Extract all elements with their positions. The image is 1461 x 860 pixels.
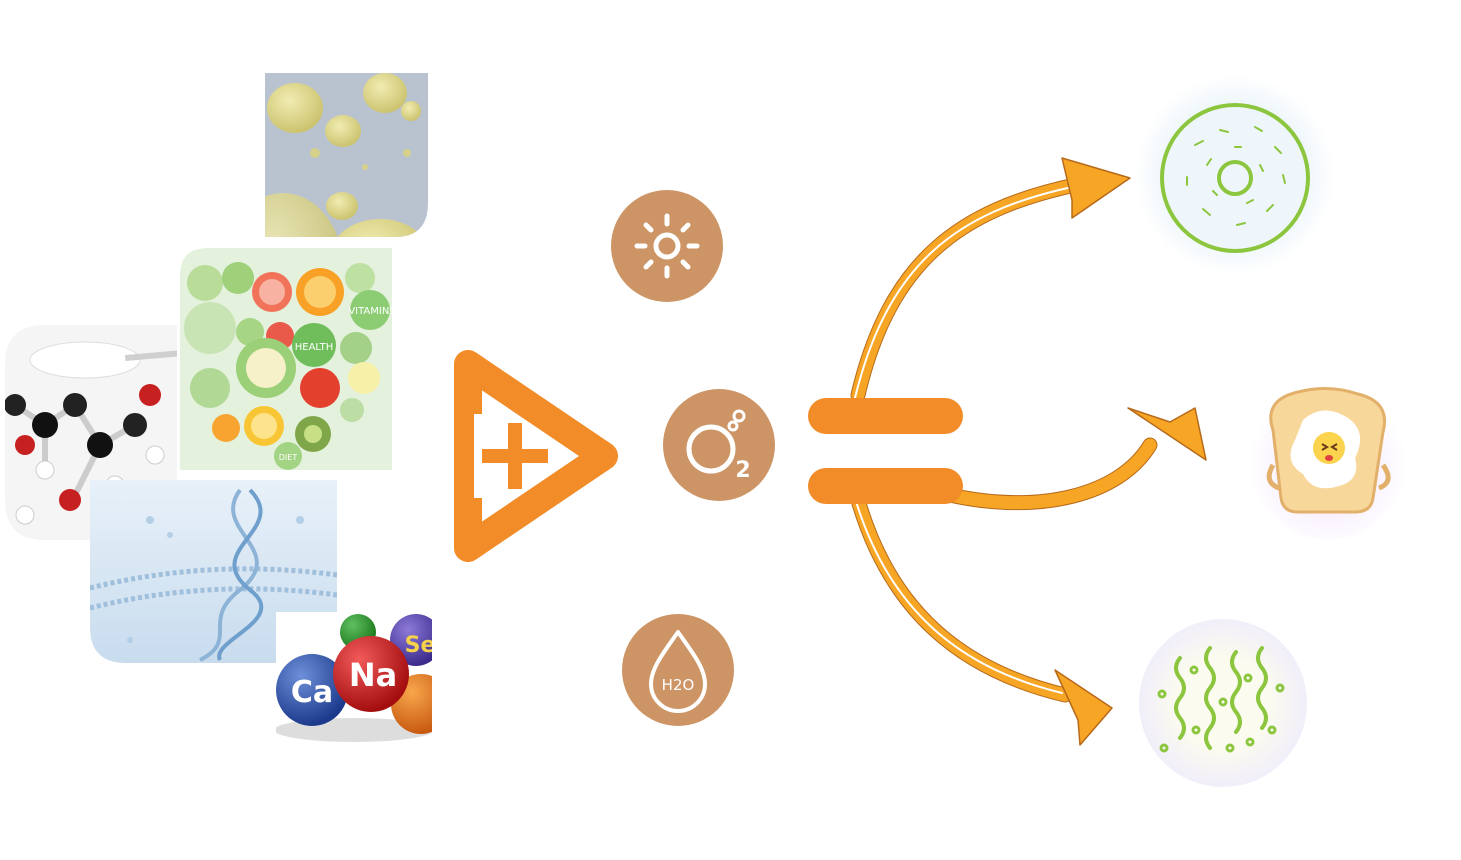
outcome-arrows [800,140,1240,760]
diet-label: DIET [279,453,298,462]
sodium-label: Na [349,656,397,694]
arrow-head-middle [1127,407,1207,461]
equals-icon [808,398,963,504]
arrow-head-top [1061,157,1131,219]
water-label: H2O [662,676,695,694]
fruit-vitamins-image: VITAMINS HEALTH DIET [180,248,392,470]
sun-icon [634,213,700,279]
spoiled-toast-egg-icon [1266,387,1391,514]
plus-triangle-icon [452,350,622,565]
health-label: HEALTH [295,342,334,353]
moldy-donut-icon [1160,103,1310,253]
moldy-donut-outcome [1135,75,1335,275]
oxygen-icon: 2 [686,409,751,483]
oxygen-subscript: 2 [735,458,750,483]
bacteria-outcome [1138,618,1308,788]
bacteria-icon [1157,646,1285,753]
spoiled-toast-outcome [1243,370,1413,540]
light-factor [611,190,723,302]
oil-droplets-image [265,73,428,237]
arrow-head-bottom [1054,669,1113,746]
water-factor: H2O [622,614,734,726]
oxygen-factor: 2 [663,389,775,501]
vitamins-label: VITAMINS [348,306,392,317]
mineral-balls-image: Ca Na Se [276,612,432,742]
selenium-label: Se [405,633,432,658]
calcium-label: Ca [291,675,333,710]
water-drop-icon: H2O [649,630,707,713]
